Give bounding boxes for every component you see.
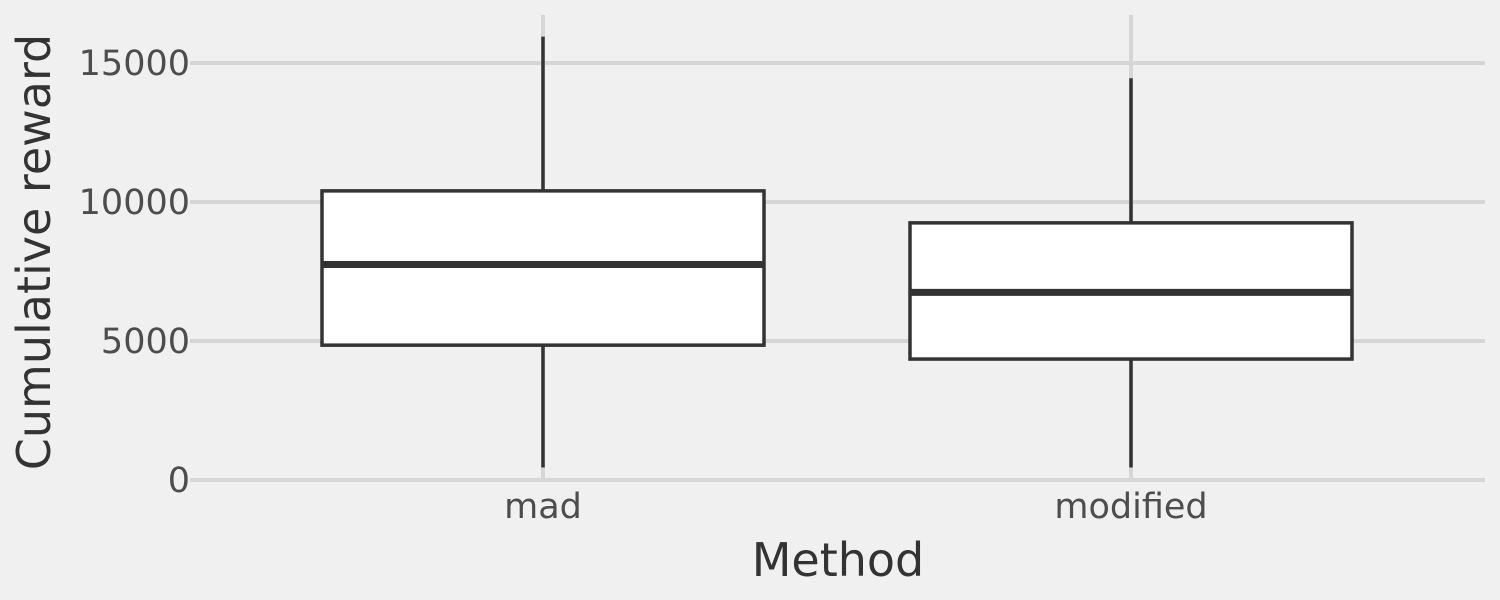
y-axis-title: Cumulative reward (7, 34, 61, 470)
y-tick-label-0: 0 (168, 461, 190, 501)
y-tick-label-5000: 5000 (101, 322, 190, 362)
x-axis-title: Method (752, 533, 925, 587)
box-layer (320, 36, 1354, 468)
box-mad (320, 36, 766, 468)
box-modified (908, 78, 1354, 468)
x-tick-label-modified: modified (1054, 487, 1207, 527)
y-tick-label-10000: 10000 (79, 183, 190, 223)
label-layer: 0 5000 10000 15000 mad modified (79, 44, 1208, 527)
x-tick-label-mad: mad (504, 487, 582, 527)
y-tick-label-15000: 15000 (79, 44, 190, 84)
